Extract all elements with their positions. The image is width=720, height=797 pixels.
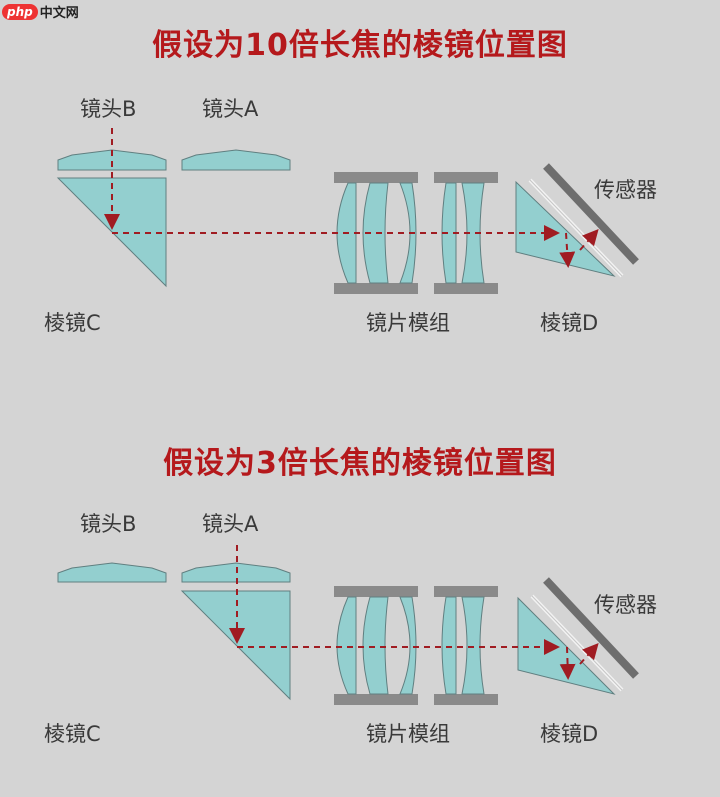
label-prism-d: 棱镜D: [540, 722, 599, 746]
diagram-title-10x: 假设为10倍长焦的棱镜位置图: [152, 28, 568, 63]
label-prism-c: 棱镜C: [44, 722, 101, 746]
label-lens-b: 镜头B: [80, 97, 137, 121]
label-lens-group: 镜片模组: [366, 722, 450, 746]
lens-b: [57, 149, 167, 171]
lens-b: [57, 562, 167, 583]
lens-group: [334, 172, 498, 294]
watermark-logo: php 中文网: [2, 2, 79, 21]
watermark-text: 中文网: [39, 6, 79, 21]
prism-d: [515, 178, 624, 278]
prism-c: [180, 590, 291, 701]
php-badge: php: [2, 3, 38, 20]
label-prism-c: 棱镜C: [44, 311, 101, 335]
sensor: [543, 163, 639, 265]
label-lens-b: 镜头B: [80, 512, 137, 536]
label-lens-a: 镜头A: [202, 512, 259, 536]
light-path: [104, 128, 599, 268]
sensor: [543, 577, 639, 679]
label-sensor: 传感器: [594, 178, 657, 202]
lens-a: [181, 149, 291, 171]
label-sensor: 传感器: [594, 593, 657, 617]
diagram-title-3x: 假设为3倍长焦的棱镜位置图: [163, 446, 557, 481]
lens-group: [334, 586, 498, 705]
label-prism-d: 棱镜D: [540, 311, 599, 335]
label-lens-group: 镜片模组: [366, 311, 450, 335]
label-lens-a: 镜头A: [202, 97, 259, 121]
light-path: [229, 545, 599, 680]
prism-d: [517, 594, 624, 695]
